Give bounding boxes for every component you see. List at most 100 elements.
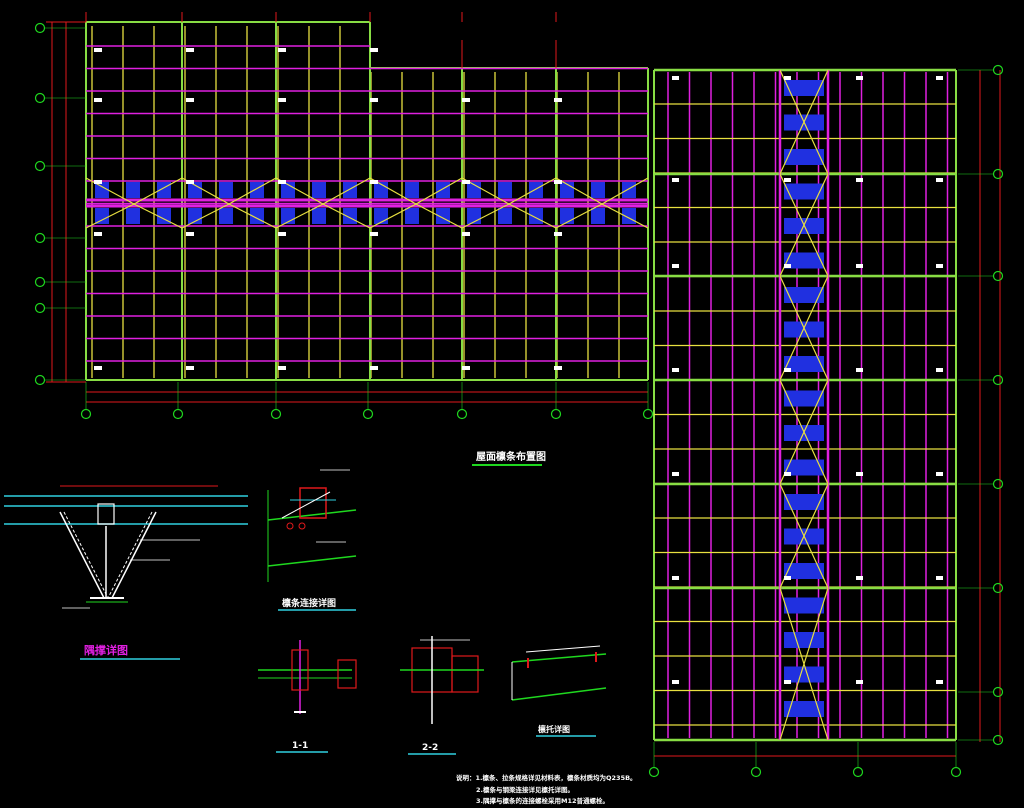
purlin-tag [856,680,863,684]
purlin-connection-title: 檩条连接详图 [282,597,336,609]
purlin-tag [856,76,863,80]
cross-brace [803,483,829,537]
brace-panel [219,208,233,224]
section-1-1-title: 1-1 [292,741,308,751]
cross-brace [803,587,829,665]
purlin-tag [784,76,791,80]
axis-grid-markers [34,12,1004,778]
purlin-tag [672,472,679,476]
purlin-tag [936,576,943,580]
cross-brace [508,203,557,229]
note-line-3: 3.隅撑与檩条的连接螺栓采用M12普通螺栓。 [476,796,609,805]
cross-brace [555,203,603,229]
brace-panel [784,183,824,200]
purlin-tag [936,472,943,476]
purlin-tag [278,232,286,236]
purlin-tag [94,48,102,52]
brace-panel [529,182,543,198]
cross-brace [415,177,463,205]
brace-panel [95,208,109,224]
purlin-connection-detail: 檩条连接详图 [267,469,357,611]
brace-panel [784,666,824,683]
brace-panel [784,459,824,476]
brace-panel [591,208,605,224]
brace-panel [312,208,326,224]
purlin-tag [462,180,470,184]
cross-brace [133,177,183,205]
cross-brace [555,177,603,205]
purlin-tag [462,232,470,236]
purlin-tag [784,576,791,580]
cross-brace [803,327,829,381]
cross-brace [228,203,277,229]
brace-panel [784,563,824,579]
brace-panel [784,632,824,648]
purlin-tag [672,576,679,580]
cross-brace [415,203,463,229]
brace-panel [784,80,824,96]
cross-brace [322,203,371,229]
purlin-tag [186,366,194,370]
brace-panel [250,182,264,198]
purlin-tag [462,366,470,370]
cross-brace [133,203,183,229]
purlin-tag [94,180,102,184]
purlin-tag [672,368,679,372]
section-2-2-detail: 2-2 [400,636,484,755]
purlin-tag [856,472,863,476]
brace-panel [784,356,824,372]
cross-brace [322,177,371,205]
brace-panel [529,208,543,224]
brace-panel [219,182,233,198]
brace-panel [405,182,419,198]
general-notes: 说明：1.檩条、拉条规格详见材料表，檩条材质均为Q235B。 2.檩条与钢梁连接… [456,773,637,805]
brace-panel [784,321,824,338]
cross-brace [779,483,805,537]
brace-panel [784,597,824,614]
purlin-tag [856,264,863,268]
purlin-tag [370,180,378,184]
purlin-tag [936,680,943,684]
purlin-tag [856,368,863,372]
purlin-tag [278,98,286,102]
purlin-tag [554,98,562,102]
cross-brace [803,663,829,741]
cross-brace [228,177,277,205]
brace-panel [784,494,824,510]
cross-brace [461,203,510,229]
cross-brace [803,535,829,589]
purlin-tag [278,180,286,184]
cross-brace [601,203,649,229]
purlin-tag [936,368,943,372]
right-roof-plan [653,68,957,742]
plan-title: 屋面檩条布置图 [476,450,546,463]
purlin-tag [462,98,470,102]
brace-panel [498,208,512,224]
cross-brace [803,173,829,226]
purlin-tag [554,232,562,236]
brace-detail-title: 隅撑详图 [84,643,128,657]
purlin-tag [370,366,378,370]
note-line-2: 2.檩条与钢梁连接详见檩托详图。 [476,785,574,794]
purlin-tag [94,232,102,236]
cross-brace [779,379,805,433]
purlin-tag [856,576,863,580]
purlin-tag [186,232,194,236]
purlin-tag [784,368,791,372]
purlin-tag [186,180,194,184]
purlin-tag [936,76,943,80]
purlin-tag [554,180,562,184]
brace-panel [591,182,605,198]
cross-brace [779,275,805,329]
cross-brace [803,275,829,329]
brace-panel [784,701,824,717]
purlin-tag [672,76,679,80]
purlin-tag [784,178,791,182]
brace-panel [784,149,824,165]
cross-brace [779,121,805,175]
purlin-tag [936,264,943,268]
purlin-tag [672,178,679,182]
cross-brace [779,173,805,226]
cross-brace [803,69,829,123]
